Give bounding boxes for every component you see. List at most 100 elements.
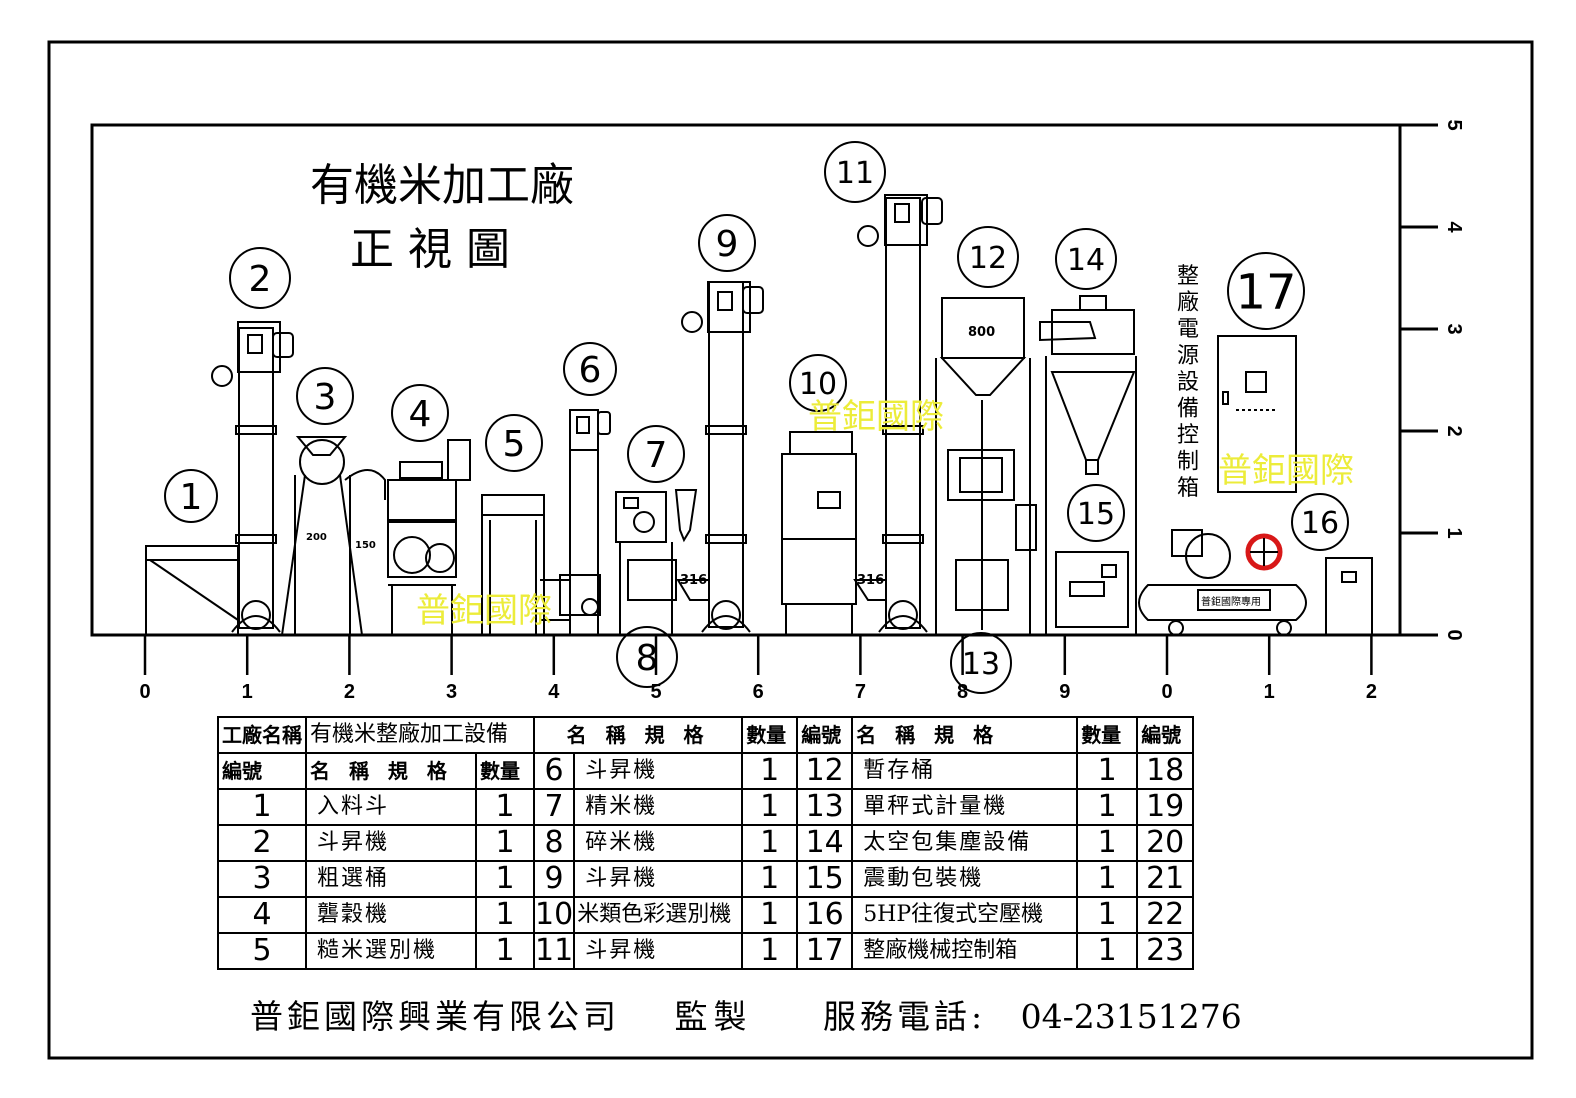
equipment-spec-table: 工廠名稱 有機米整廠加工設備 名 稱 規 格 數量 編號 名 稱 規 格 數量 … — [217, 716, 1195, 970]
table-cell: 4 — [217, 896, 307, 934]
svg-text:150: 150 — [355, 540, 376, 551]
table-cell: 20 — [1136, 824, 1195, 862]
col-number-mid: 編號 — [796, 716, 854, 754]
svg-text:5: 5 — [503, 424, 526, 465]
vertical-label-char: 廠 — [1177, 291, 1199, 316]
y-tick-label: 1 — [1443, 527, 1465, 538]
brown-rice-sorter — [481, 494, 545, 636]
table-cell: 1 — [741, 932, 799, 970]
col-name-right: 名 稱 規 格 — [851, 716, 1079, 754]
table-row: 3 粗選桶 1 9 斗昇機 1 15 震動包裝機 1 21 — [217, 860, 1195, 898]
x-tick-label: 3 — [446, 681, 457, 703]
table-cell: 12 — [796, 752, 854, 790]
callout-14: 14 — [1055, 228, 1117, 290]
table-cell: 1 — [1076, 752, 1139, 790]
table-cell: 斗昇機 — [573, 932, 744, 970]
table-cell: 16 — [796, 896, 854, 934]
x-tick-label: 5 — [650, 681, 661, 703]
table-cell: 21 — [1136, 860, 1195, 898]
color-sorter — [781, 431, 857, 635]
x-tick-label: 6 — [753, 681, 764, 703]
watermark-1: 普鉅國際 — [808, 397, 944, 437]
callout-9: 9 — [698, 214, 756, 272]
table-cell: 10 — [532, 896, 576, 934]
table-cell: 1 — [475, 932, 535, 970]
table-cell: 1 — [475, 788, 535, 826]
x-tick-label: 0 — [139, 681, 150, 703]
plot-frame — [90, 123, 1402, 637]
vertical-label-char: 設 — [1177, 370, 1199, 395]
table-cell: 3 — [217, 860, 307, 898]
callout-10: 10 — [789, 354, 847, 412]
svg-text:12: 12 — [969, 241, 1007, 276]
table-cell: 1 — [741, 788, 799, 826]
callout-5: 5 — [485, 414, 543, 472]
callout-8: 8 — [616, 626, 678, 688]
table-cell: 1 — [1076, 860, 1139, 898]
svg-text:9: 9 — [716, 224, 739, 265]
svg-text:14: 14 — [1067, 243, 1105, 278]
table-cell: 1 — [741, 860, 799, 898]
x-tick-label: 2 — [344, 681, 355, 703]
table-cell: 粗選桶 — [305, 860, 477, 898]
table-cell: 1 — [475, 896, 535, 934]
table-cell: 2 — [217, 824, 307, 862]
y-tick-label: 4 — [1443, 221, 1465, 233]
svg-text:普鉅國際專用: 普鉅國際專用 — [1201, 595, 1261, 608]
x-tick-label: 2 — [1366, 681, 1377, 703]
table-cell: 1 — [1076, 896, 1139, 934]
table-cell: 14 — [796, 824, 854, 862]
dust-collector — [1039, 295, 1137, 635]
factory-name-label: 工廠名稱 — [217, 716, 307, 754]
table-cell: 1 — [1076, 932, 1139, 970]
table-cell: 23 — [1136, 932, 1195, 970]
company-name: 普鉅國際興業有限公司 — [250, 997, 620, 1036]
callout-11: 11 — [824, 141, 886, 203]
table-cell: 17 — [796, 932, 854, 970]
table-cell: 1 — [741, 752, 799, 790]
table-cell: 1 — [1076, 824, 1139, 862]
y-tick-label: 3 — [1443, 323, 1465, 334]
x-tick-label: 1 — [1264, 681, 1275, 703]
svg-text:2: 2 — [249, 259, 272, 300]
callout-17: 17 — [1227, 252, 1305, 330]
vertical-label-char: 源 — [1177, 344, 1199, 369]
watermark-3: 普鉅國際 — [416, 591, 552, 631]
factory-name-value: 有機米整廠加工設備 — [305, 716, 535, 754]
svg-text:15: 15 — [1077, 497, 1115, 532]
callout-1: 1 — [164, 469, 218, 523]
svg-text:1: 1 — [180, 477, 203, 518]
callout-3: 3 — [296, 367, 354, 425]
col-qty-mid: 數量 — [741, 716, 799, 754]
outer-frame — [47, 40, 1534, 1060]
table-cell: 震動包裝機 — [851, 860, 1079, 898]
vertical-label-char: 整 — [1177, 264, 1199, 289]
col-qty: 數量 — [475, 752, 535, 790]
x-tick-label: 9 — [1059, 681, 1070, 703]
col-number-right: 編號 — [1136, 716, 1195, 754]
table-cell: 整廠機械控制箱 — [851, 932, 1079, 970]
y-tick-label: 0 — [1443, 629, 1465, 640]
callout-7: 7 — [627, 425, 685, 483]
y-tick-label: 5 — [1443, 119, 1465, 130]
callout-12: 12 — [957, 226, 1019, 288]
table-cell: 精米機 — [573, 788, 744, 826]
table-cell: 5 — [217, 932, 307, 970]
svg-text:17: 17 — [1235, 264, 1296, 320]
table-cell: 11 — [532, 932, 576, 970]
svg-text:13: 13 — [962, 647, 1000, 682]
svg-text:7: 7 — [645, 435, 668, 476]
table-cell: 太空包集塵設備 — [851, 824, 1079, 862]
table-cell: 斗昇機 — [573, 752, 744, 790]
bucket-elevator-6 — [540, 409, 611, 636]
svg-text:3: 3 — [314, 377, 337, 418]
vertical-label-char: 控 — [1177, 423, 1199, 448]
table-cell: 7 — [532, 788, 576, 826]
svg-text:6: 6 — [579, 350, 602, 391]
coarse-sorter: 200 150 — [281, 436, 376, 636]
callout-4: 4 — [391, 384, 449, 442]
table-cell: 22 — [1136, 896, 1195, 934]
